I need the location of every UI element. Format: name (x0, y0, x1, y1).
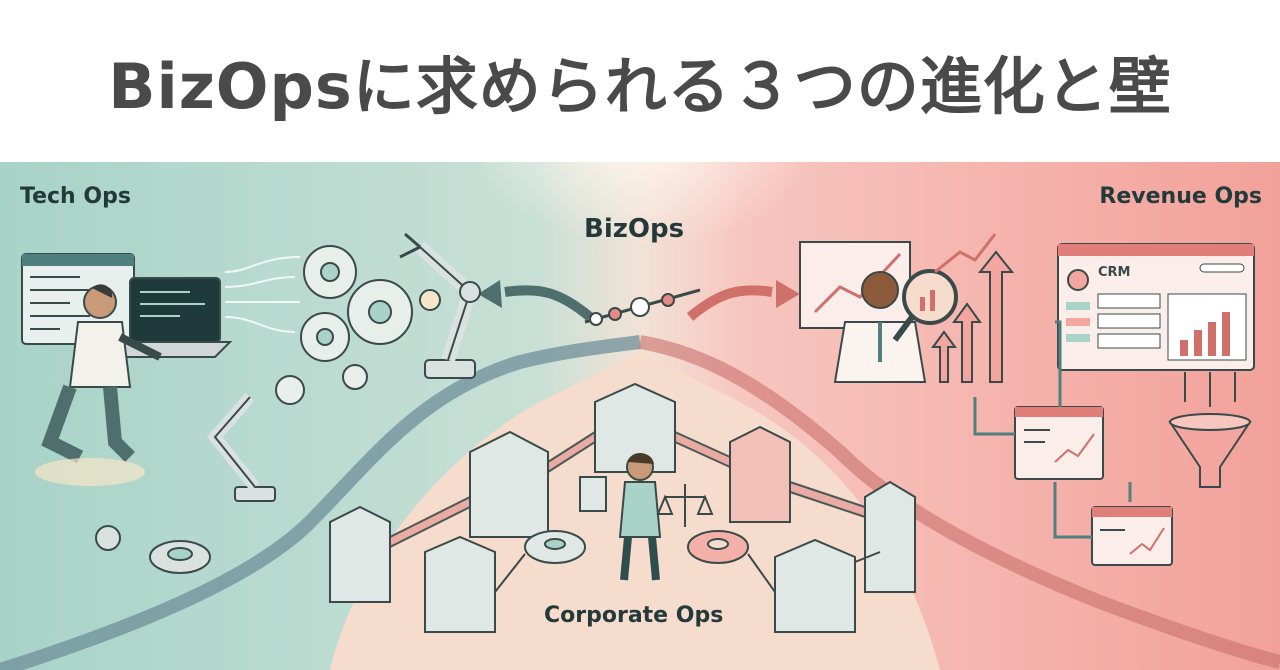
connectors (494, 551, 881, 593)
left-arrow (504, 285, 594, 321)
building-icon (329, 382, 916, 633)
bridges (389, 430, 866, 549)
magnifier-icon (892, 269, 958, 342)
funnel-icon (1168, 413, 1252, 488)
report-window (1091, 506, 1173, 566)
bizops-node (589, 312, 603, 326)
engineer-glow (35, 458, 145, 486)
scales-icon (656, 484, 714, 527)
crm-label: CRM (1098, 265, 1131, 280)
analyst-figure (833, 271, 927, 383)
bizops-node (608, 307, 622, 321)
corporate-figure (618, 453, 662, 581)
right-river (638, 335, 1280, 669)
tech-ops-label: Tech Ops (20, 184, 131, 209)
robot-arm-icon (399, 232, 481, 379)
growth-arrow-icon (931, 250, 1015, 383)
bizops-node (630, 297, 650, 317)
gear-icon (524, 530, 749, 564)
left-river (0, 335, 641, 670)
engineer-figure (41, 284, 162, 464)
robot-arm-icon (207, 375, 305, 502)
bizops-label: BizOps (584, 214, 685, 244)
data-lines (224, 256, 301, 333)
funnel-arrows (1184, 372, 1236, 407)
page-title: BizOpsに求められる３つの進化と壁 (108, 50, 1172, 123)
report-window (1014, 406, 1104, 480)
trend-line (934, 233, 997, 274)
title-bar: BizOpsに求められる３つの進化と壁 (0, 0, 1280, 162)
right-arrow (686, 285, 773, 321)
corporate-ops-label: Corporate Ops (544, 603, 724, 628)
illustration: CRM (0, 162, 1280, 670)
revenue-ops-label: Revenue Ops (1099, 184, 1262, 209)
crm-window (1057, 243, 1255, 371)
right-arrow-head (776, 280, 800, 308)
bizops-node (661, 293, 675, 307)
gear-icon (95, 525, 211, 574)
left-arrow-head (478, 280, 502, 308)
document-icon (579, 476, 607, 512)
flow-arrows (973, 320, 1132, 539)
gear-icon (300, 245, 441, 390)
